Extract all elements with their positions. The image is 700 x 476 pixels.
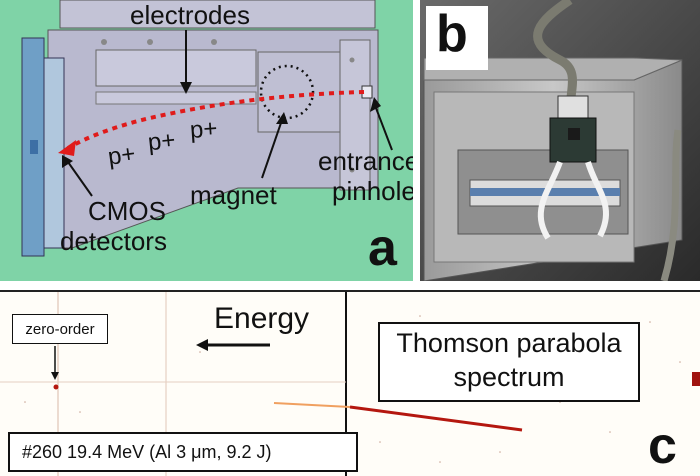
magnet-arrowhead bbox=[276, 112, 288, 124]
magnet-housing bbox=[257, 51, 349, 133]
enclosure-top bbox=[423, 57, 683, 81]
particle-label-2: p+ bbox=[146, 126, 177, 157]
panel-c-letter: c bbox=[648, 417, 677, 475]
panel-b-letter-box bbox=[426, 6, 488, 70]
panel-b-letter: b bbox=[436, 5, 468, 63]
side-cable bbox=[660, 129, 682, 281]
pinhole-arrowhead bbox=[370, 97, 381, 112]
screw bbox=[147, 39, 153, 45]
screw bbox=[349, 57, 355, 63]
zero-order-arrowhead bbox=[51, 372, 59, 380]
cmos-arrowhead bbox=[62, 155, 73, 168]
spectrum-title-box: Thomson parabola spectrum bbox=[378, 322, 640, 402]
magnet-circle bbox=[259, 64, 315, 120]
trace-faint-segment bbox=[273, 402, 351, 408]
screw bbox=[211, 39, 217, 45]
chip bbox=[568, 128, 580, 140]
energy-arrowhead bbox=[196, 339, 208, 351]
electrodes-arrowhead bbox=[180, 82, 192, 94]
cable-connector bbox=[557, 95, 589, 119]
top-housing bbox=[59, 0, 376, 29]
cmos-pointer bbox=[67, 161, 93, 197]
particle-label-3: p+ bbox=[189, 115, 219, 144]
screw bbox=[349, 167, 355, 173]
screw bbox=[101, 39, 107, 45]
spectrum-title-line-1: Thomson parabola bbox=[396, 328, 622, 358]
entrance-block bbox=[339, 39, 371, 191]
energy-label: Energy bbox=[214, 302, 310, 335]
proton-trace bbox=[349, 405, 523, 432]
magnet-label: magnet bbox=[190, 180, 277, 210]
zero-order-point bbox=[53, 384, 59, 390]
ribbon-cable-1 bbox=[537, 160, 563, 240]
panel-a-diagram: electrodes p+ p+ p+ entrance pinhole mag… bbox=[0, 0, 413, 281]
proton-trajectory bbox=[67, 90, 365, 150]
panel-a-letter: a bbox=[368, 219, 397, 277]
braided-cable bbox=[533, 0, 577, 111]
detectors-label: detectors bbox=[60, 226, 167, 256]
cmos-connector bbox=[30, 140, 38, 154]
particle-label-1: p+ bbox=[106, 140, 138, 171]
device-drawing bbox=[21, 0, 393, 257]
zero-order-label: zero-order bbox=[12, 314, 108, 344]
electrode-plate-2 bbox=[95, 91, 257, 105]
pinhole-pointer bbox=[375, 107, 393, 151]
trajectory-arrowhead bbox=[58, 140, 76, 156]
electrodes-label: electrodes bbox=[130, 0, 250, 30]
pinhole-label: pinhole bbox=[332, 176, 413, 206]
panel-c-spectrum: zero-order Energy Thomson parabola spect… bbox=[0, 290, 700, 476]
spectrum-title-line-2: spectrum bbox=[453, 362, 565, 392]
magnet-pointer bbox=[261, 119, 283, 179]
ribbon-cable-2 bbox=[585, 161, 609, 238]
shot-info-label: #260 19.4 MeV (Al 3 μm, 9.2 J) bbox=[8, 432, 358, 472]
edge-mark bbox=[692, 372, 700, 386]
cmos-label: CMOS bbox=[88, 196, 166, 226]
electrode-plate bbox=[95, 49, 257, 87]
entrance-label: entrance bbox=[318, 146, 413, 176]
panel-b-photo: b bbox=[420, 0, 700, 281]
